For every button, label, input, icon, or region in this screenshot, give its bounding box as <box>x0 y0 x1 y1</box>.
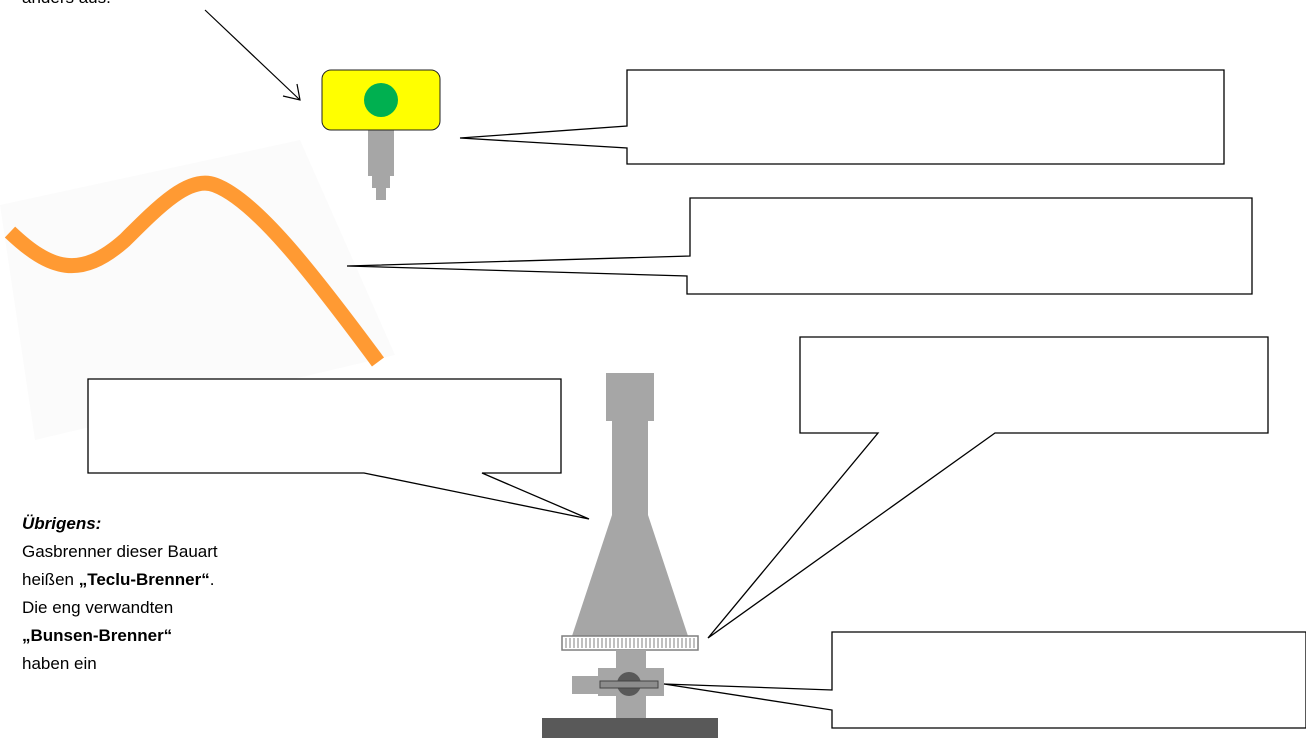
pointer-arrow <box>204 9 301 101</box>
callout-burner-tube[interactable] <box>87 378 590 520</box>
callout-gas-hose[interactable] <box>346 197 1253 295</box>
callout-gas-regulator[interactable] <box>663 631 1306 729</box>
note-text-2: . Die eng verwandten <box>22 570 215 617</box>
side-note: Übrigens: Gasbrenner dieser Bauart heiße… <box>22 510 222 678</box>
callout-air-regulator[interactable] <box>707 336 1269 639</box>
note-heading: Übrigens: <box>22 514 102 533</box>
gas-valve <box>321 69 441 200</box>
note-bold-bunsen: „Bunsen-Brenner“ <box>22 626 173 645</box>
gas-hose <box>0 140 395 440</box>
callout-gas-valve[interactable] <box>459 69 1225 165</box>
note-text-3: haben ein <box>22 654 97 673</box>
note-text-1: Gasbrenner dieser Bauart heißen <box>22 542 218 589</box>
note-body: Gasbrenner dieser Bauart heißen „Teclu-B… <box>22 538 222 678</box>
note-bold-teclu: „Teclu-Brenner“ <box>78 570 210 589</box>
intro-text-fragment: anders aus. <box>22 0 111 8</box>
teclu-burner <box>542 373 718 738</box>
